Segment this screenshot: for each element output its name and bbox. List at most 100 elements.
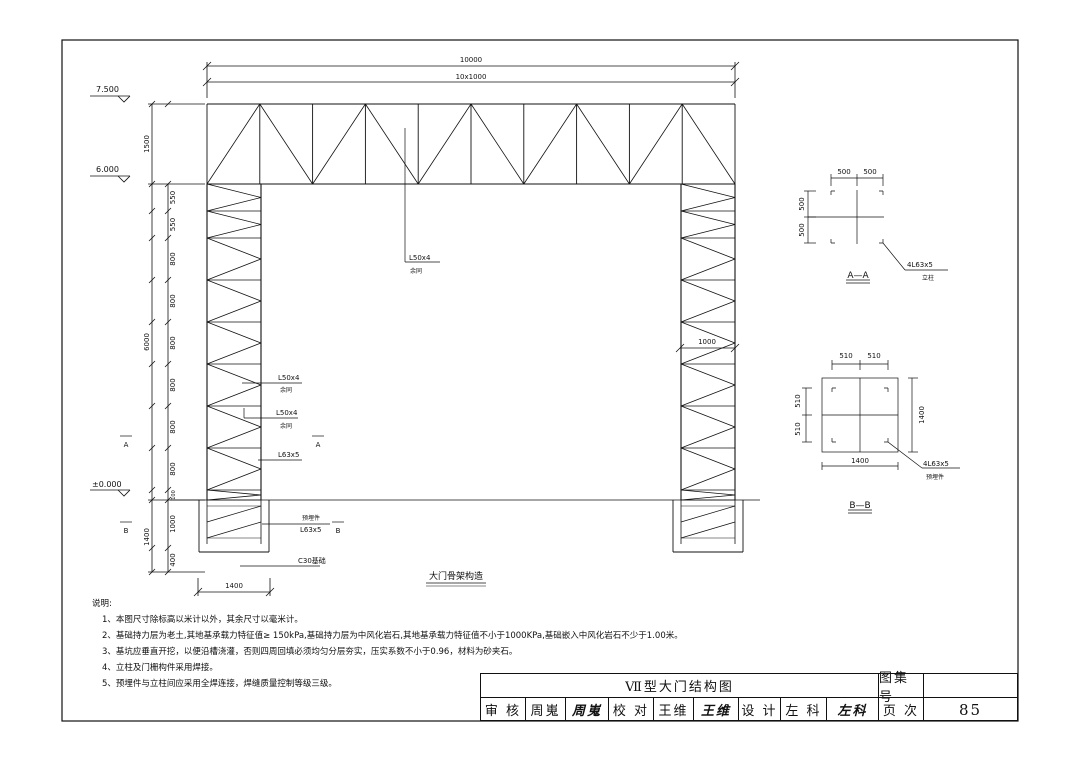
column-lacing <box>680 426 736 449</box>
bb-dim-top-2: 510 <box>867 352 880 360</box>
column-lacing <box>206 237 262 260</box>
section-a-left: A <box>124 441 129 449</box>
column-lacing <box>680 494 736 501</box>
note-item-4: 4、立柱及门栅构件采用焊接。 <box>102 663 218 673</box>
concrete-label: C30基础 <box>298 556 326 565</box>
review-signature: 周嵬 <box>566 698 609 721</box>
section-bb-member: 4L63x5 <box>923 460 949 468</box>
dimension-tick <box>148 100 156 108</box>
column-segment-label: 550 <box>169 218 177 231</box>
foundation-depth-label: 400 <box>169 553 177 566</box>
column-lacing <box>680 447 736 470</box>
column-lacing <box>206 363 262 386</box>
embed-size-label: L63x5 <box>300 526 321 534</box>
section-bb-member-note: 预埋件 <box>926 473 944 481</box>
column-segment-label: 100 <box>171 490 177 500</box>
page-label: 页 次 <box>879 698 924 721</box>
dimension-tick <box>148 444 156 452</box>
column-width-dimension: 1000 <box>698 338 716 346</box>
dimension-tick <box>164 486 172 494</box>
column-segment-label: 800 <box>169 336 177 349</box>
aa-dim-left-2: 500 <box>798 223 806 236</box>
embed-lacing <box>680 505 736 523</box>
column-lacing <box>680 300 736 323</box>
column-lacing <box>680 237 736 260</box>
column-lacing <box>680 468 736 491</box>
dimension-tick <box>148 234 156 242</box>
column-lacing <box>206 494 262 501</box>
truss-height-dimension: 1500 <box>143 135 151 153</box>
gate-frame <box>170 103 760 553</box>
bb-dim-left-1: 510 <box>794 394 802 407</box>
column-lacing <box>680 342 736 365</box>
note-item-2: 2、基础持力层为老土,其地基承载力特征值≥ 150kPa,基础持力层为中风化岩石… <box>102 631 683 641</box>
elevation-ground: ±0.000 <box>92 480 122 489</box>
check-name: 王维 <box>654 698 694 721</box>
column-segment-label: 800 <box>169 294 177 307</box>
column-lacing <box>206 197 262 212</box>
column-lacing <box>206 183 262 198</box>
column-lacing <box>680 363 736 386</box>
elevation-top: 7.500 <box>96 85 119 94</box>
dimension-tick <box>148 207 156 215</box>
review-name: 周嵬 <box>526 698 566 721</box>
embed-lacing <box>680 521 736 539</box>
design-signature: 左科 <box>827 698 879 721</box>
dimension-tick <box>164 444 172 452</box>
drawing-sheet-title: Ⅶ型大门结构图 <box>481 674 879 697</box>
column-lacing <box>206 258 262 281</box>
dimension-tick <box>148 360 156 368</box>
column-lacing <box>206 447 262 470</box>
member-leaders <box>240 128 440 567</box>
truss-diagonal <box>365 103 419 185</box>
dimension-tick <box>164 207 172 215</box>
column-segment-label: 800 <box>169 378 177 391</box>
drawing-title: 大门骨架构造 <box>429 570 483 582</box>
column-lacing <box>206 300 262 323</box>
truss-member-note: 余同 <box>410 267 422 275</box>
aa-dim-top-1: 500 <box>837 168 850 176</box>
dimension-tick <box>148 318 156 326</box>
section-b-right: B <box>336 527 341 535</box>
section-bb-title: B—B <box>849 501 870 511</box>
column-lacing <box>206 405 262 428</box>
section-aa-member: 4L63x5 <box>907 261 933 269</box>
dimension-tick <box>148 402 156 410</box>
foundation-width-lines <box>193 343 740 597</box>
column-member-label-1: L50x4 <box>278 374 300 382</box>
truss-diagonal <box>206 103 261 185</box>
height-dimension-ticks <box>148 100 172 576</box>
column-segment-label: 800 <box>169 252 177 265</box>
column-member-label-2: L50x4 <box>276 409 298 417</box>
dimension-tick <box>164 568 172 576</box>
span-division: 10x1000 <box>456 73 487 81</box>
aa-dim-top-2: 500 <box>863 168 876 176</box>
dimension-tick <box>148 544 156 552</box>
column-lacing <box>680 321 736 344</box>
column-lacing <box>680 489 736 496</box>
column-segment-label: 800 <box>169 420 177 433</box>
truss-diagonal <box>523 103 577 185</box>
column-lacing <box>206 224 262 239</box>
embed-label: 预埋件 <box>302 514 320 522</box>
column-lacing <box>680 279 736 302</box>
bb-dim-left-2: 510 <box>794 422 802 435</box>
column-segment-label: 800 <box>169 462 177 475</box>
column-lacing <box>680 197 736 212</box>
truss-diagonal <box>470 103 525 185</box>
foundation-depth-label: 1000 <box>169 515 177 533</box>
column-lacing <box>680 224 736 239</box>
atlas-number-label: 图集号 <box>879 671 924 705</box>
column-lacing <box>206 279 262 302</box>
elevation-markers <box>90 95 131 497</box>
embed-lacing <box>206 505 262 523</box>
dimension-tick <box>148 568 156 576</box>
section-a-right: A <box>316 441 321 449</box>
check-label: 校 对 <box>609 698 654 721</box>
span-dimension: 10000 <box>460 56 482 64</box>
aa-dim-left-1: 500 <box>798 197 806 210</box>
dimension-tick <box>148 180 156 188</box>
design-label: 设 计 <box>739 698 781 721</box>
column-lacing <box>680 210 736 225</box>
